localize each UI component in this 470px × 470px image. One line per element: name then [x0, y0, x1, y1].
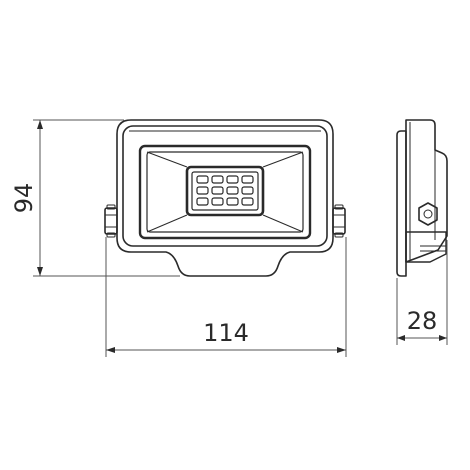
- led-cell: [196, 197, 209, 206]
- dimension-depth: [396, 240, 448, 345]
- hex-bolt-center: [423, 209, 433, 219]
- side-back-plate: [396, 130, 407, 277]
- led-cell: [226, 186, 239, 195]
- led-cell: [241, 197, 254, 206]
- height-dimension-label: 94: [10, 183, 38, 214]
- side-view: [396, 119, 448, 277]
- left-mount-knob: [104, 204, 118, 238]
- led-cell: [211, 175, 224, 184]
- reflector-diagonals: [146, 151, 304, 233]
- led-cell: [211, 186, 224, 195]
- led-cell: [241, 186, 254, 195]
- housing-inner-frame: [122, 125, 328, 247]
- led-grid: [196, 175, 254, 206]
- width-dimension-label: 114: [203, 319, 249, 347]
- depth-dimension-label: 28: [407, 307, 438, 335]
- right-mount-knob: [332, 204, 346, 238]
- led-cell: [226, 175, 239, 184]
- led-module-inner: [191, 171, 259, 211]
- led-cell: [241, 175, 254, 184]
- side-bracket: [405, 231, 447, 263]
- dimension-width: [105, 237, 347, 357]
- reflector-inner: [146, 151, 304, 233]
- led-cell: [211, 197, 224, 206]
- led-cell: [196, 175, 209, 184]
- hex-bolt: [418, 202, 438, 226]
- front-view: [104, 119, 346, 277]
- side-body: [405, 119, 448, 263]
- led-module: [185, 165, 265, 217]
- led-cell: [196, 186, 209, 195]
- led-cell: [226, 197, 239, 206]
- reflector-frame: [138, 144, 312, 240]
- housing-outline: [116, 119, 334, 277]
